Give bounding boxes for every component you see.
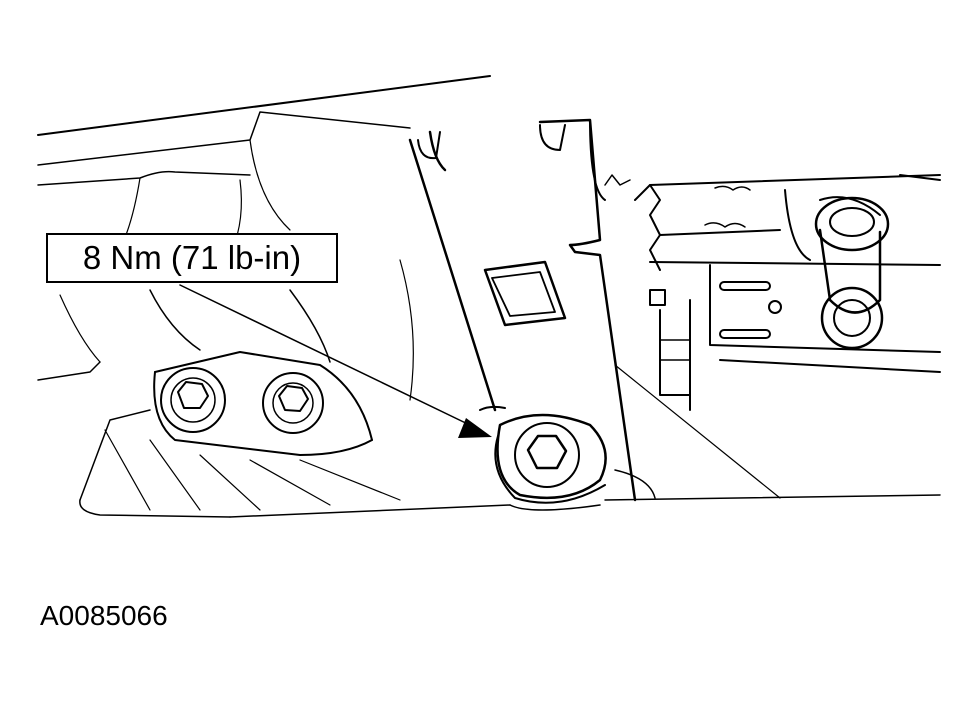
frame-rail <box>37 75 491 266</box>
bolt-icon <box>262 372 324 434</box>
bolt-icon <box>160 367 226 433</box>
figure-id: A0085066 <box>40 600 168 631</box>
support-bracket <box>399 118 637 502</box>
right-mechanism <box>604 174 941 411</box>
pin-icon <box>814 196 890 350</box>
leader-arrow-icon <box>179 284 492 438</box>
bolt-icon <box>494 413 607 504</box>
left-housing <box>37 289 401 518</box>
floor-panel <box>229 364 941 518</box>
torque-callout-text: 8 Nm (71 lb-in) <box>82 239 302 276</box>
torque-callout: 8 Nm (71 lb-in) <box>46 233 338 283</box>
